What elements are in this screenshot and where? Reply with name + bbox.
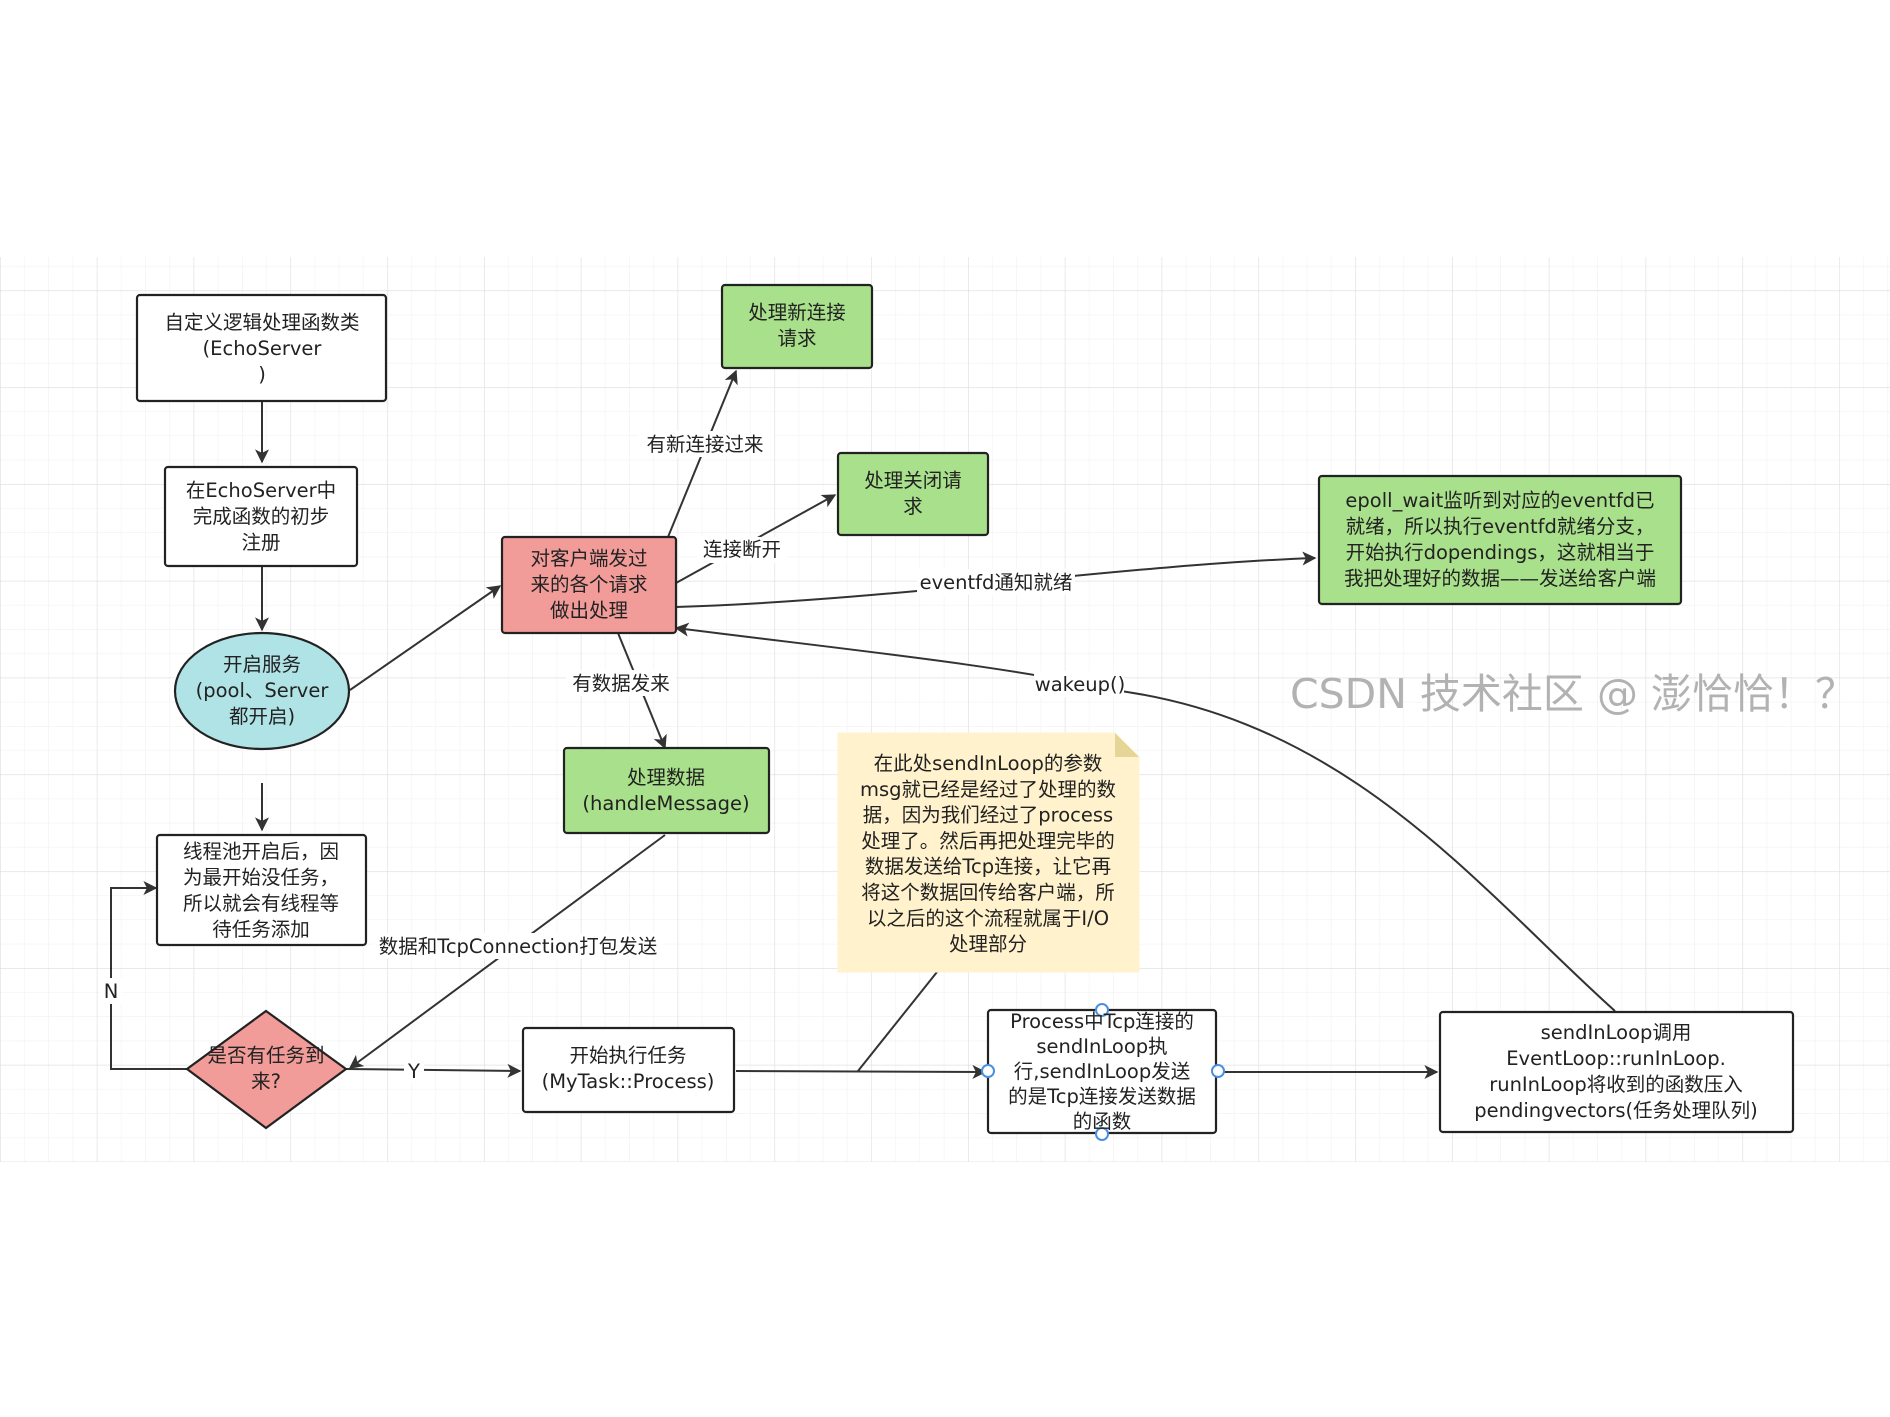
note-text-line: 在此处sendInLoop的参数	[874, 752, 1103, 775]
edge-label-no: N	[104, 980, 119, 1003]
selection-handle-left[interactable]	[981, 1064, 995, 1078]
node-label-line: sendInLoop执	[1036, 1035, 1167, 1058]
node-label-line: 来?	[251, 1070, 281, 1093]
node-close-request	[836, 451, 990, 537]
node-label-line: 自定义逻辑处理函数类	[164, 311, 359, 334]
node-label-line: 就绪，所以执行eventfd就绪分支，	[1346, 515, 1655, 538]
node-runinloop	[1438, 1010, 1795, 1134]
node-label-line: 为最开始没任务，	[183, 866, 339, 889]
node-label-line: 都开启)	[229, 705, 295, 728]
node-new-connection	[720, 283, 874, 370]
selection-handle-top[interactable]	[1095, 1003, 1109, 1017]
node-label-line: sendInLoop调用	[1541, 1021, 1692, 1044]
note-text-line: 处理部分	[949, 933, 1027, 956]
edge-label-data-arrive: 有数据发来	[572, 672, 670, 695]
edge-execute-to-process	[735, 1064, 987, 1079]
edge-labels: 有新连接过来 连接断开 eventfd通知就绪 有数据发来 数据和TcpConn…	[100, 431, 1125, 1083]
text-layer: 自定义逻辑处理函数类 (EchoServer) 在EchoServer中完成函数的初…	[164, 301, 1757, 1133]
node-label-line: 线程池开启后，因	[183, 840, 339, 863]
selection-handles	[981, 1003, 1225, 1141]
node-label-line: 完成函数的初步	[193, 505, 330, 528]
node-echoserver-register	[163, 465, 359, 568]
node-label-line: 行,sendInLoop发送	[1014, 1060, 1190, 1083]
node-label-line: runInLoop将收到的函数压入	[1489, 1073, 1743, 1096]
note-text-line: 处理了。然后再把处理完毕的	[861, 829, 1115, 852]
node-handle-message	[562, 746, 771, 835]
edge-label-yes: Y	[407, 1060, 420, 1083]
node-label-line: pendingvectors(任务处理队列)	[1474, 1099, 1758, 1122]
node-handle-requests	[500, 535, 678, 635]
edge-label-new-conn: 有新连接过来	[646, 433, 763, 456]
node-label-line: 的函数	[1073, 1110, 1132, 1133]
node-label-line: 处理关闭请	[864, 469, 962, 492]
edge-note-connector	[857, 971, 938, 1072]
node-label-line: 处理新连接	[748, 301, 846, 324]
node-label-line: 是否有任务到	[207, 1044, 324, 1067]
node-label-line: 请求	[777, 327, 816, 350]
node-threadpool-wait	[155, 833, 368, 947]
edge-label-wakeup: wakeup()	[1035, 673, 1125, 696]
node-label-line: Process中Tcp连接的	[1010, 1010, 1194, 1033]
node-label-line: 我把处理好的数据——发送给客户端	[1344, 567, 1656, 590]
node-task-decision	[185, 1009, 348, 1130]
node-label-line: 开启服务	[223, 653, 301, 676]
edge-label-eventfd: eventfd通知就绪	[920, 571, 1073, 594]
node-label-line: 注册	[241, 531, 280, 554]
selection-handle-right[interactable]	[1211, 1064, 1225, 1078]
node-execute-task	[521, 1026, 736, 1114]
node-echoserver-class	[135, 293, 388, 403]
node-label-line: (MyTask::Process)	[542, 1070, 715, 1093]
edge-decision-yes	[345, 1063, 522, 1078]
node-label-line: 做出处理	[550, 599, 628, 622]
node-label-line: epoll_wait监听到对应的eventfd已	[1345, 489, 1654, 512]
edge-runinloop-wakeup	[674, 622, 1616, 1012]
note-text-line: 据，因为我们经过了process	[863, 804, 1113, 827]
watermark: CSDN 技术社区 @ 澎恰恰！？	[1290, 670, 1856, 718]
nodes	[135, 283, 1795, 1135]
selection-handle-bottom[interactable]	[1095, 1127, 1109, 1141]
node-label-line: 求	[903, 495, 923, 518]
node-label-line: 在EchoServer中	[186, 479, 336, 502]
node-label-line: 对客户端发过	[530, 547, 647, 570]
node-label-line: (EchoServer	[203, 337, 323, 360]
edge-label-disconnect: 连接断开	[703, 538, 781, 561]
node-epoll-dopendings	[1317, 474, 1683, 606]
node-label-line: 开始执行任务	[569, 1044, 686, 1067]
note-text-line: msg就已经是经过了处理的数	[860, 778, 1116, 801]
note-text-line: 将这个数据回传给客户端，所	[861, 881, 1115, 904]
node-start-service	[173, 631, 351, 751]
node-label-line: 处理数据	[627, 766, 705, 789]
note	[837, 732, 1140, 973]
note-text-line: 数据发送给Tcp连接，让它再	[865, 855, 1111, 878]
note-fold	[1115, 733, 1139, 757]
note-text-line: 以之后的这个流程就属于I/O	[867, 907, 1109, 930]
edge-start-to-handle	[349, 585, 502, 691]
edge-label-pack-send: 数据和TcpConnection打包发送	[379, 935, 658, 958]
node-label-line: EventLoop::runInLoop.	[1506, 1047, 1726, 1070]
node-label-line: 的是Tcp连接发送数据	[1008, 1085, 1196, 1108]
note-body	[837, 732, 1140, 973]
node-label-line: (pool、Server	[196, 679, 330, 702]
node-label-line: 所以就会有线程等	[183, 892, 339, 915]
node-label-line: 开始执行dopendings，这就相当于	[1346, 541, 1655, 564]
node-label-line: (handleMessage)	[582, 792, 749, 815]
node-label-line: 待任务添加	[212, 918, 310, 941]
node-label-line: )	[258, 363, 266, 386]
node-label-line: 来的各个请求	[530, 573, 647, 596]
